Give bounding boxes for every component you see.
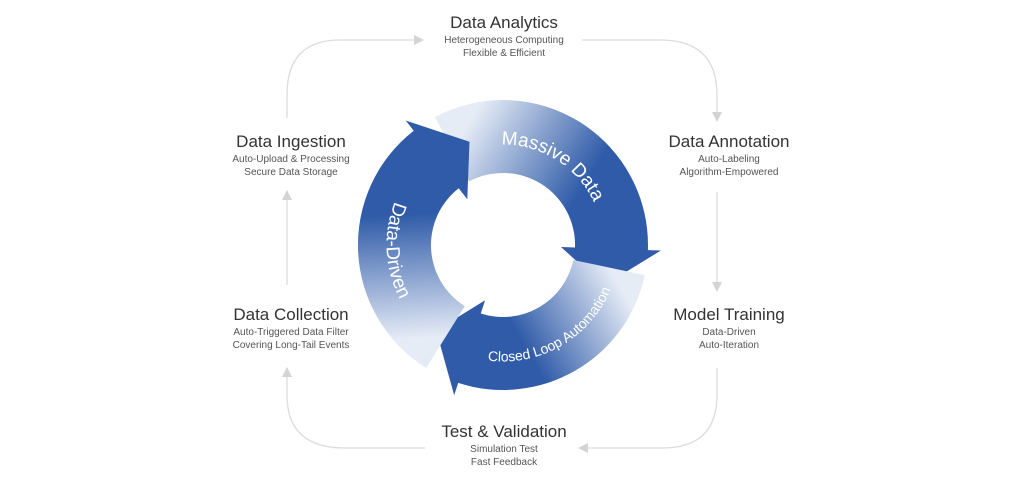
node-line: Secure Data Storage [244, 167, 338, 178]
ring-arrow-segment [434, 100, 661, 286]
node-title: Data Collection [233, 305, 349, 324]
node-title: Model Training [673, 305, 785, 324]
node-data-analytics: Data Analytics Heterogeneous Computing F… [444, 12, 564, 60]
arrowhead-icon [712, 112, 722, 122]
node-data-collection: Data Collection Auto-Triggered Data Filt… [233, 304, 350, 352]
arrowhead-icon [282, 367, 292, 377]
node-model-training: Model Training Data-Driven Auto-Iteratio… [673, 304, 785, 352]
node-line: Auto-Labeling [698, 154, 760, 165]
connector-training-to-validation [588, 368, 718, 449]
arrowhead-icon [282, 190, 292, 200]
ring-arrow-segment [436, 260, 645, 396]
connectors [286, 39, 718, 449]
connector-validation-to-collection [286, 377, 425, 449]
node-line: Simulation Test [470, 444, 538, 455]
node-title: Data Annotation [668, 132, 790, 151]
node-data-annotation: Data Annotation Auto-Labeling Algorithm-… [669, 131, 790, 179]
arrowhead-icon [414, 35, 424, 45]
node-line: Auto-Iteration [698, 340, 760, 351]
node-line: Covering Long-Tail Events [232, 340, 350, 351]
node-test-validation: Test & Validation Simulation Test Fast F… [441, 421, 566, 469]
connector-analytics-to-annotation [582, 39, 718, 112]
node-title: Data Analytics [450, 13, 558, 32]
node-line: Data-Driven [702, 327, 756, 338]
arrowhead-icon [578, 443, 588, 453]
ring-arrow-segment [357, 120, 470, 368]
node-line: Auto-Triggered Data Filter [233, 327, 349, 338]
node-line: Auto-Upload & Processing [232, 154, 350, 165]
arrowhead-icon [712, 282, 722, 292]
connector-ingestion-to-analytics [286, 39, 414, 118]
node-data-ingestion: Data Ingestion Auto-Upload & Processing … [232, 131, 349, 179]
node-title: Test & Validation [441, 422, 567, 441]
node-line: Algorithm-Empowered [679, 167, 779, 178]
node-line: Fast Feedback [470, 457, 538, 468]
node-line: Flexible & Efficient [462, 48, 546, 59]
node-line: Heterogeneous Computing [444, 35, 564, 46]
node-title: Data Ingestion [236, 132, 346, 151]
